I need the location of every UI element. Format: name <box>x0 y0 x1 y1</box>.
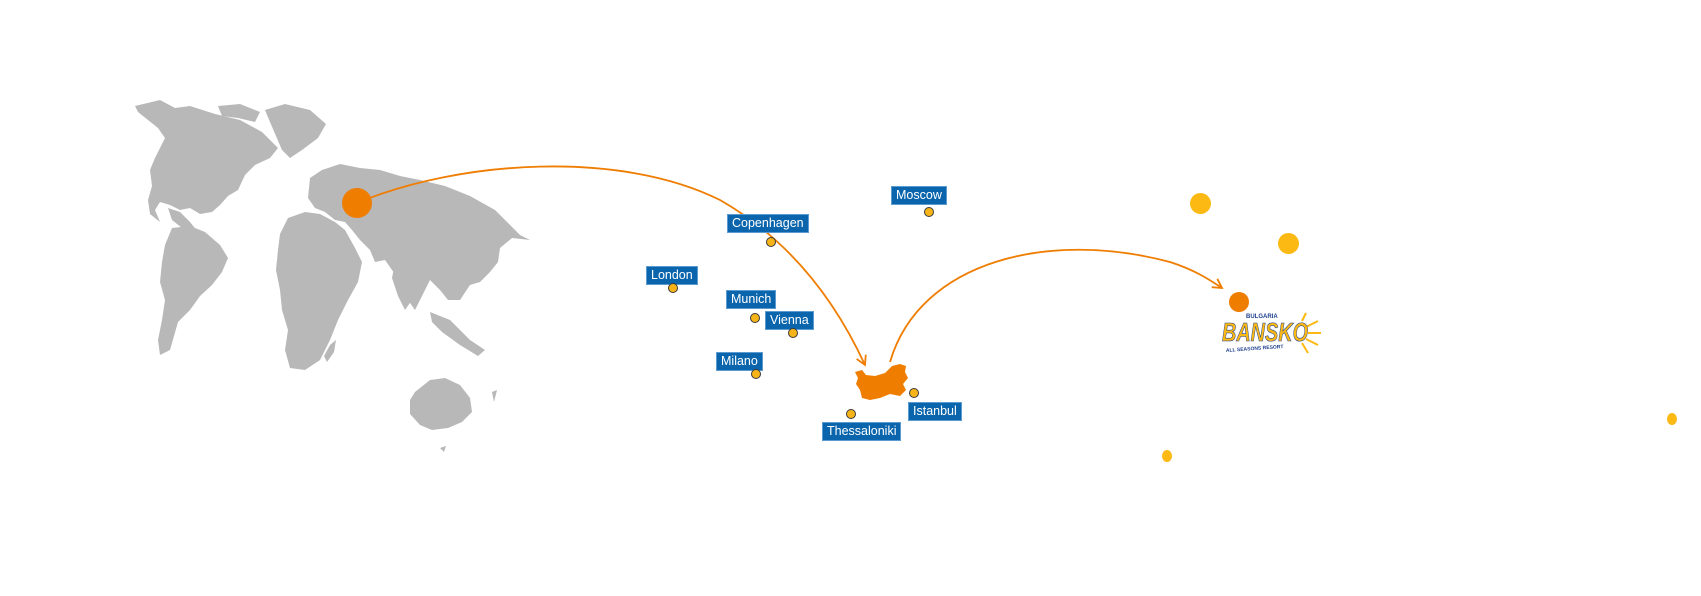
city-dot-thessaloniki[interactable] <box>846 409 856 419</box>
city-dot-copenhagen[interactable] <box>766 237 776 247</box>
continent-africa <box>276 212 362 370</box>
arrow-world-to-bulgaria <box>356 165 867 367</box>
city-dot-london[interactable] <box>668 283 678 293</box>
decorative-dot <box>1162 450 1172 462</box>
islands-se-asia <box>430 312 485 356</box>
continent-north-america <box>135 100 278 222</box>
continent-australia <box>410 378 472 430</box>
city-label-thessaloniki: Thessaloniki <box>822 422 902 441</box>
island-tasmania <box>440 446 446 452</box>
logo-main-text: BANSKO <box>1222 317 1308 347</box>
decorative-dot <box>1278 233 1299 254</box>
bansko-logo-graphic: BULGARIA BANSKO ALL SEASONS RESORT <box>1222 312 1321 354</box>
city-label-istanbul: Istanbul <box>908 402 962 421</box>
arctic-islands <box>218 104 260 122</box>
city-dot-milano[interactable] <box>751 369 761 379</box>
city-label-munich: Munich <box>726 290 777 309</box>
city-label-copenhagen: Copenhagen <box>727 214 809 233</box>
logo-bottom-text: ALL SEASONS RESORT <box>1226 344 1284 354</box>
bansko-marker-dot <box>1229 292 1249 312</box>
decorative-dot <box>1667 413 1677 425</box>
city-dot-moscow[interactable] <box>924 207 934 217</box>
city-label-vienna: Vienna <box>765 311 814 330</box>
city-dot-istanbul[interactable] <box>909 388 919 398</box>
city-label-moscow: Moscow <box>891 186 947 205</box>
region-india <box>392 262 418 310</box>
continent-greenland <box>265 104 326 158</box>
origin-marker-dot <box>342 188 372 218</box>
continent-south-america <box>158 226 228 355</box>
island-japan <box>482 240 495 270</box>
decorative-dot <box>1190 193 1211 214</box>
city-dot-munich[interactable] <box>750 313 760 323</box>
city-label-milano: Milano <box>716 352 763 371</box>
city-dot-vienna[interactable] <box>788 328 798 338</box>
country-shape-bulgaria <box>855 364 908 400</box>
island-madagascar <box>324 340 336 362</box>
world-map <box>135 100 530 452</box>
logo-top-text: BULGARIA <box>1246 314 1278 320</box>
island-new-zealand <box>492 390 497 402</box>
bansko-logo[interactable]: BULGARIA BANSKO ALL SEASONS RESORT <box>1222 309 1322 359</box>
sun-rays-icon <box>1301 312 1321 354</box>
arrow-bulgaria-to-bansko <box>889 248 1224 363</box>
